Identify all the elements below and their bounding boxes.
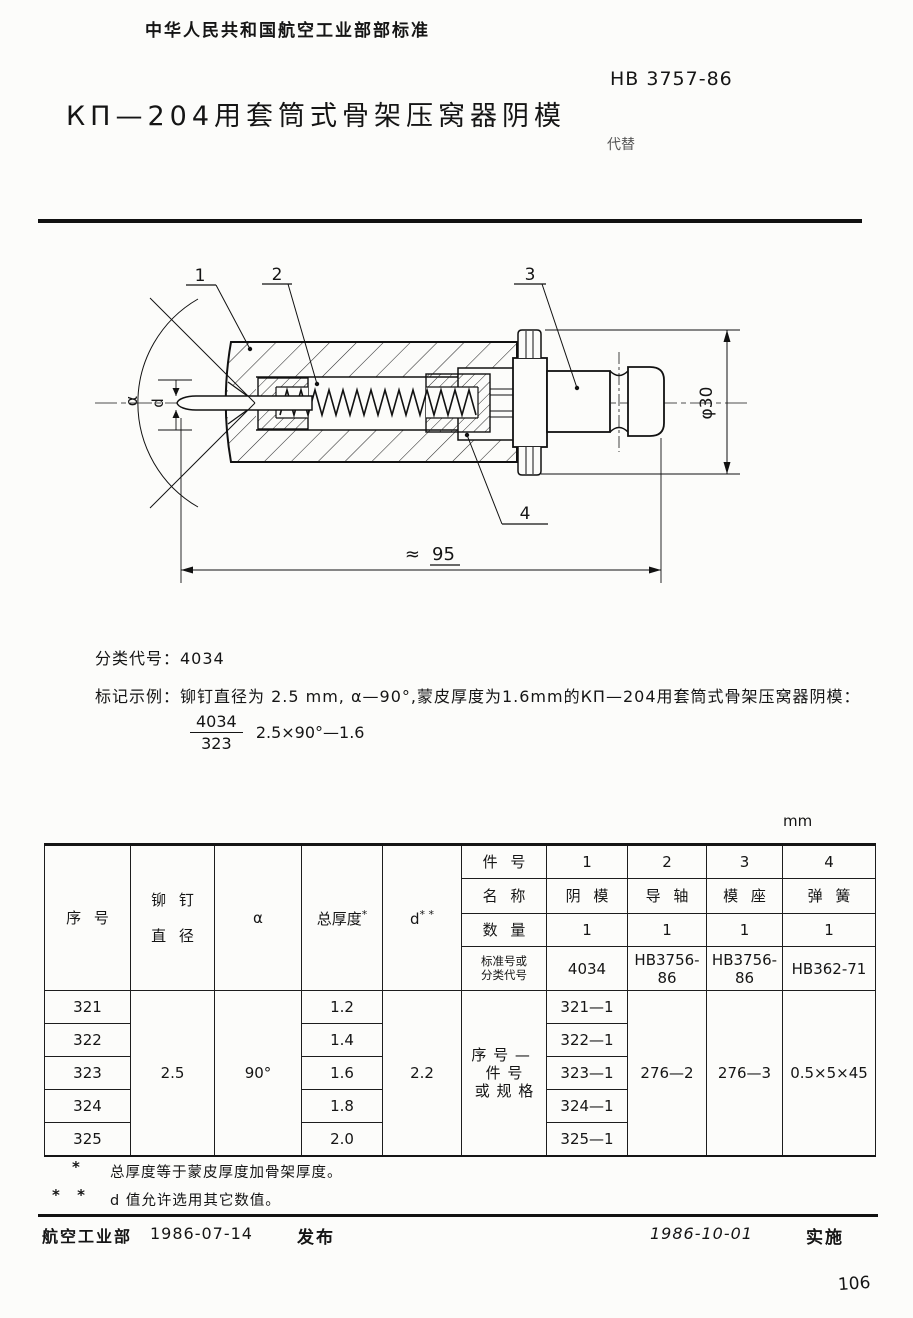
part-no-3: 3: [706, 844, 783, 879]
footnote-1-marker: *: [72, 1158, 80, 1176]
die-body: [224, 341, 518, 463]
part-std-2: HB3756-86: [627, 946, 707, 991]
pin-diameter-label: d: [149, 398, 167, 408]
svg-text:2: 2: [272, 265, 283, 285]
part-name-2: 导轴: [627, 878, 707, 914]
part-no-1: 1: [546, 844, 628, 879]
thickness-cell: 1.6: [301, 1056, 383, 1090]
svg-text:4: 4: [520, 504, 531, 524]
part1-spec-cell: 324—1: [546, 1089, 628, 1123]
sleeve-cup: [425, 367, 515, 441]
designation-fraction: 4034 323: [190, 712, 243, 753]
die-seat: [512, 329, 665, 476]
issue-date: 1986-07-14: [150, 1224, 253, 1243]
part-qty-1: 1: [546, 913, 628, 947]
part-no-2: 2: [627, 844, 707, 879]
part1-spec-cell: 323—1: [546, 1056, 628, 1090]
col-header-d: d* *: [382, 844, 462, 991]
replaces-label: 代替: [607, 137, 635, 153]
alpha-label: α: [122, 396, 141, 407]
part1-spec-cell: 325—1: [546, 1122, 628, 1156]
designation-formula: 4034 323 2.5×90°—1.6: [190, 712, 364, 753]
row-header-standard-code: 标准号或分类代号: [461, 946, 547, 991]
body-row-label: 序号—件号 或规格: [461, 990, 547, 1156]
classification-code-line: 分类代号：4034: [95, 649, 225, 668]
page-number: 106: [837, 1272, 872, 1296]
part-name-3: 模座: [706, 878, 783, 914]
footer-divider-rule: [38, 1214, 878, 1217]
effective-date: 1986-10-01: [650, 1224, 753, 1243]
length-value: 95: [432, 544, 455, 565]
callout-2: 2: [262, 265, 320, 387]
part3-spec-value: 276—3: [706, 990, 783, 1156]
thickness-cell: 1.8: [301, 1089, 383, 1123]
svg-text:1: 1: [195, 266, 206, 286]
overall-length-dimension: ≈ 95: [180, 418, 662, 583]
part-std-1: 4034: [546, 946, 628, 991]
pilot-pin: [176, 395, 313, 411]
part1-spec-cell: 322—1: [546, 1023, 628, 1057]
issuing-authority: 航空工业部: [42, 1227, 133, 1246]
part-std-4: HB362-71: [782, 946, 876, 991]
alpha-value: 90°: [214, 990, 302, 1156]
length-approx-symbol: ≈: [405, 544, 420, 565]
serial-cell: 325: [44, 1122, 131, 1156]
standard-number: HB 3757-86: [610, 68, 733, 90]
row-header-part-no: 件号: [461, 844, 547, 879]
serial-cell: 323: [44, 1056, 131, 1090]
row-header-quantity: 数量: [461, 913, 547, 947]
part2-spec-value: 276—2: [627, 990, 707, 1156]
part-qty-4: 1: [782, 913, 876, 947]
row-header-name: 名称: [461, 878, 547, 914]
thickness-cell: 2.0: [301, 1122, 383, 1156]
flange-diameter-label: φ30: [697, 387, 717, 420]
guide-axle-head: [257, 377, 309, 430]
page-title: КП—204用套筒式骨架压窝器阴模: [66, 101, 567, 132]
flange-diameter-dimension: φ30: [541, 329, 740, 475]
part-std-3: HB3756-86: [706, 946, 783, 991]
part-qty-2: 1: [627, 913, 707, 947]
designation-suffix: 2.5×90°—1.6: [255, 723, 365, 742]
serial-cell: 324: [44, 1089, 131, 1123]
table-unit-label: mm: [783, 812, 813, 830]
thickness-cell: 1.4: [301, 1023, 383, 1057]
fraction-numerator: 4034: [190, 712, 243, 733]
part-qty-3: 1: [706, 913, 783, 947]
d-value: 2.2: [382, 990, 462, 1156]
footnote-1: 总厚度等于蒙皮厚度加骨架厚度。: [110, 1165, 343, 1181]
effective-label: 实施: [806, 1228, 844, 1248]
col-header-thickness: 总厚度*: [301, 844, 383, 991]
col-header-alpha: α: [214, 844, 302, 991]
issue-label: 发布: [297, 1228, 335, 1248]
svg-text:3: 3: [525, 265, 536, 285]
pin-diameter-dimension: d: [149, 379, 192, 431]
col-header-serial: 序号: [44, 844, 131, 991]
standard-org-line: 中华人民共和国航空工业部部标准: [145, 21, 430, 41]
part1-spec-cell: 321—1: [546, 990, 628, 1024]
alpha-angle-dimension: α: [122, 297, 256, 509]
parts-size-table: 序号 铆钉 直径 α 总厚度* d* * 件号 1 2 3 4 名称: [44, 843, 876, 1157]
part-no-4: 4: [782, 844, 876, 879]
spring: [279, 387, 477, 418]
serial-cell: 321: [44, 990, 131, 1024]
footnote-2-marker: * *: [52, 1186, 91, 1204]
col-header-rivet-diameter: 铆钉 直径: [130, 844, 215, 991]
callout-3: 3: [514, 265, 580, 391]
fraction-denominator: 323: [201, 734, 232, 753]
thickness-cell: 1.2: [301, 990, 383, 1024]
rivet-diameter-value: 2.5: [130, 990, 215, 1156]
callout-4: 4: [464, 432, 548, 525]
header-divider-rule: [38, 219, 862, 223]
callout-1: 1: [186, 266, 253, 352]
footnote-2: d 值允许选用其它数值。: [110, 1193, 281, 1209]
designation-example-line: 标记示例：铆钉直径为 2.5 mm, α—90°,蒙皮厚度为1.6mm的КП—2…: [95, 687, 861, 706]
serial-cell: 322: [44, 1023, 131, 1057]
part-name-1: 阴模: [546, 878, 628, 914]
part4-spec-value: 0.5×5×45: [782, 990, 876, 1156]
part-name-4: 弹簧: [782, 878, 876, 914]
